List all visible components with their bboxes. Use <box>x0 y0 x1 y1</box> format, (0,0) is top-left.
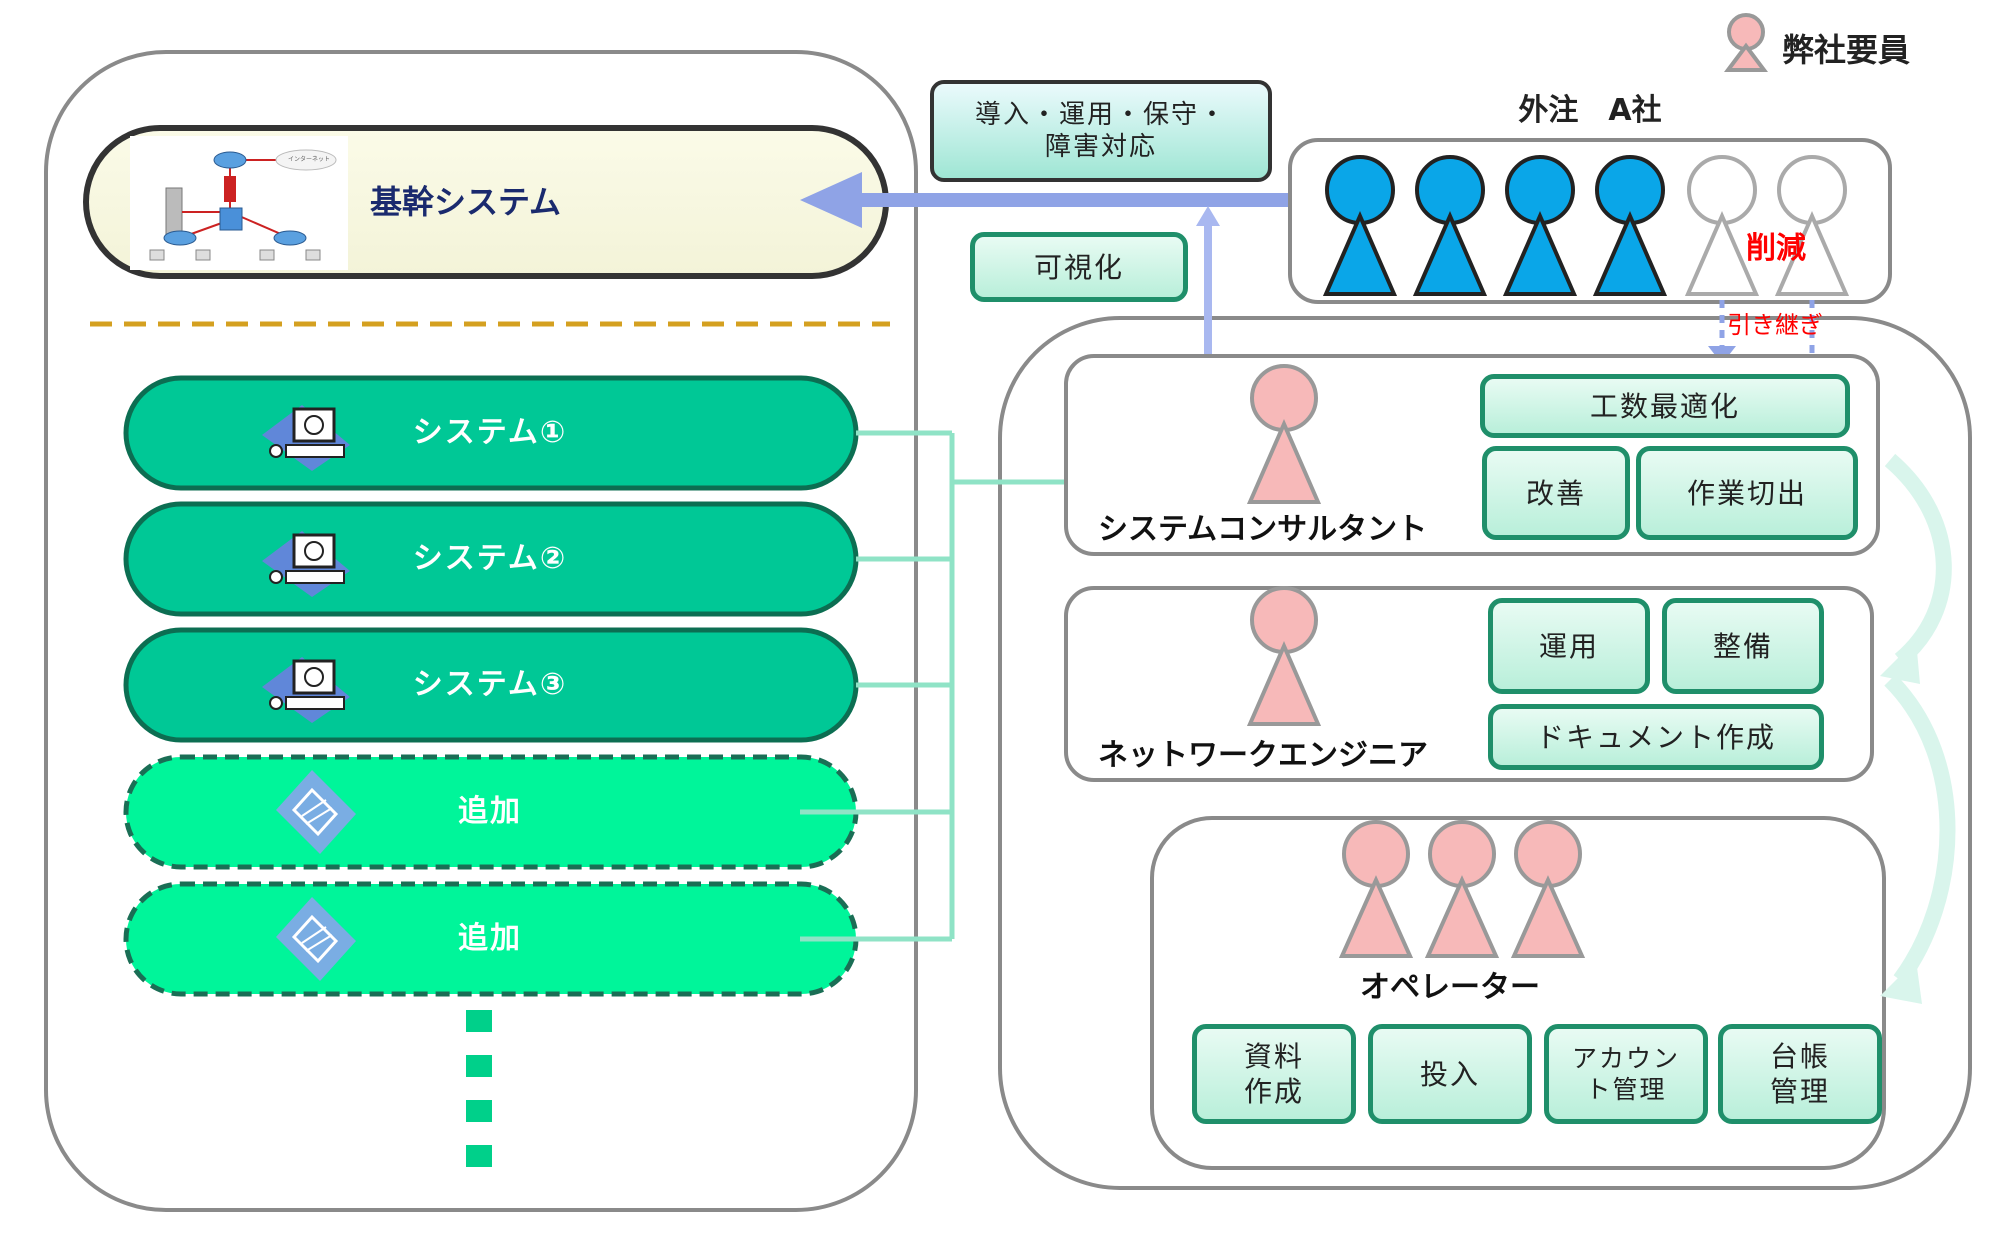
task-box-effort-optimization: 工数最適化 <box>1480 374 1850 438</box>
outsource-title: 外注 A社 <box>1518 93 1662 128</box>
core-system-label: 基幹システム <box>370 182 562 221</box>
operator-role-label: オペレーター <box>1360 970 1540 1005</box>
staff-icon <box>1246 586 1322 726</box>
task-box-improvement: 改善 <box>1482 446 1630 540</box>
task-box-work-extraction: 作業切出 <box>1636 446 1858 540</box>
system-label-1: システム① <box>412 415 568 450</box>
legend-label: 弊社要員 <box>1782 30 1911 69</box>
continuation-dot <box>466 1100 492 1122</box>
handover-label: 引き継ぎ <box>1727 310 1823 339</box>
continuation-dot <box>466 1145 492 1167</box>
internet-label: インターネット <box>287 156 330 164</box>
system-label-3: システム③ <box>412 667 568 702</box>
task-box-documentation: ドキュメント作成 <box>1488 704 1824 770</box>
intro-ops-box: 導入・運用・保守・ 障害対応 <box>930 80 1272 182</box>
task-transfer-arrowhead <box>1880 960 1922 1004</box>
outsource-staff-icon <box>1322 155 1668 296</box>
task-box-document-creation: 資料 作成 <box>1192 1024 1356 1124</box>
visualize-box: 可視化 <box>970 232 1188 302</box>
continuation-dot <box>466 1010 492 1032</box>
network-engineer-role-label: ネットワークエンジニア <box>1098 738 1428 773</box>
task-box-ledger-management: 台帳 管理 <box>1718 1024 1882 1124</box>
network-topology-icon <box>130 136 348 270</box>
staff-icon <box>1246 364 1322 504</box>
reduce-label: 削減 <box>1746 231 1806 266</box>
computer-terminal-icon <box>262 531 350 597</box>
reduced-staff-icon <box>1684 155 1850 296</box>
task-transfer-arrowhead <box>1880 640 1920 684</box>
system-label-2: システム② <box>412 541 568 576</box>
task-box-operation: 運用 <box>1488 598 1650 694</box>
addition-label-1: 追加 <box>458 794 522 829</box>
addition-label-2: 追加 <box>458 921 522 956</box>
task-box-maintenance: 整備 <box>1662 598 1824 694</box>
outsource-to-core-arrow <box>800 172 1290 228</box>
task-box-input: 投入 <box>1368 1024 1532 1124</box>
legend-staff-icon <box>1724 13 1768 72</box>
network-chip-icon <box>276 770 356 854</box>
task-transfer-arrows <box>1884 453 1956 985</box>
consultant-role-label: システムコンサルタント <box>1098 512 1428 547</box>
continuation-dot <box>466 1055 492 1077</box>
staff-icon <box>1338 820 1586 958</box>
computer-terminal-icon <box>262 657 350 723</box>
computer-terminal-icon <box>262 405 350 471</box>
task-box-account-management: アカウン ト管理 <box>1544 1024 1708 1124</box>
network-chip-icon <box>276 897 356 981</box>
handover-arrows <box>1719 300 1815 382</box>
